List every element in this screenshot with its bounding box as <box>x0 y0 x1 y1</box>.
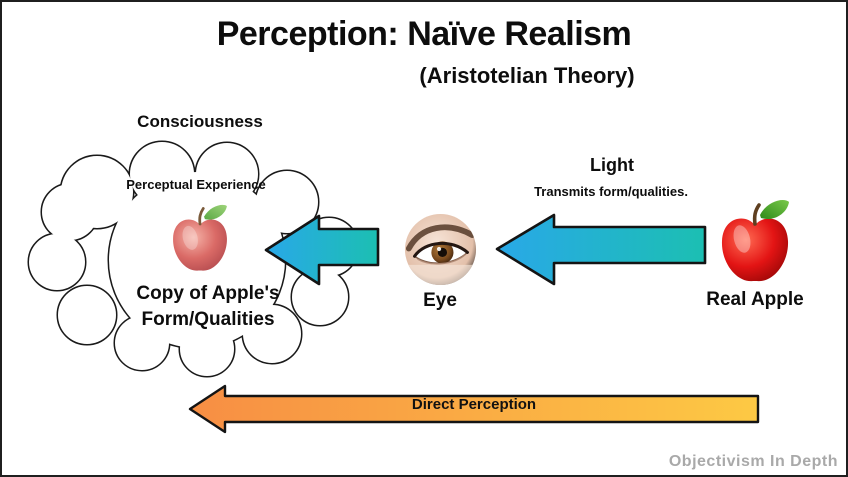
perception-arrow-eye-to-cloud <box>264 214 380 286</box>
perceptual-experience-label: Perceptual Experience <box>126 177 266 192</box>
copy-caption-line2: Form/Qualities <box>141 309 275 330</box>
light-label: Light <box>590 155 634 175</box>
light-arrow-apple-to-eye <box>495 213 707 286</box>
page-subtitle: (Aristotelian Theory) <box>419 63 635 88</box>
direct-perception-arrow-shape <box>188 384 760 434</box>
real-apple-image <box>721 199 789 282</box>
real-apple-label: Real Apple <box>706 289 804 310</box>
apple-copy-image <box>173 204 227 271</box>
direct-perception-arrow: Direct Perception <box>187 383 761 435</box>
watermark: Objectivism In Depth <box>668 453 838 470</box>
copy-caption: Copy of Apple's Form/Qualities <box>108 281 308 333</box>
eye-image <box>404 213 477 286</box>
eye-label: Eye <box>423 290 457 311</box>
light-sublabel: Transmits form/qualities. <box>534 184 688 199</box>
direct-perception-label: Direct Perception <box>411 396 537 413</box>
page-title: Perception: Naïve Realism <box>216 15 632 53</box>
copy-caption-line1: Copy of Apple's <box>136 283 280 304</box>
consciousness-label: Consciousness <box>137 112 263 131</box>
